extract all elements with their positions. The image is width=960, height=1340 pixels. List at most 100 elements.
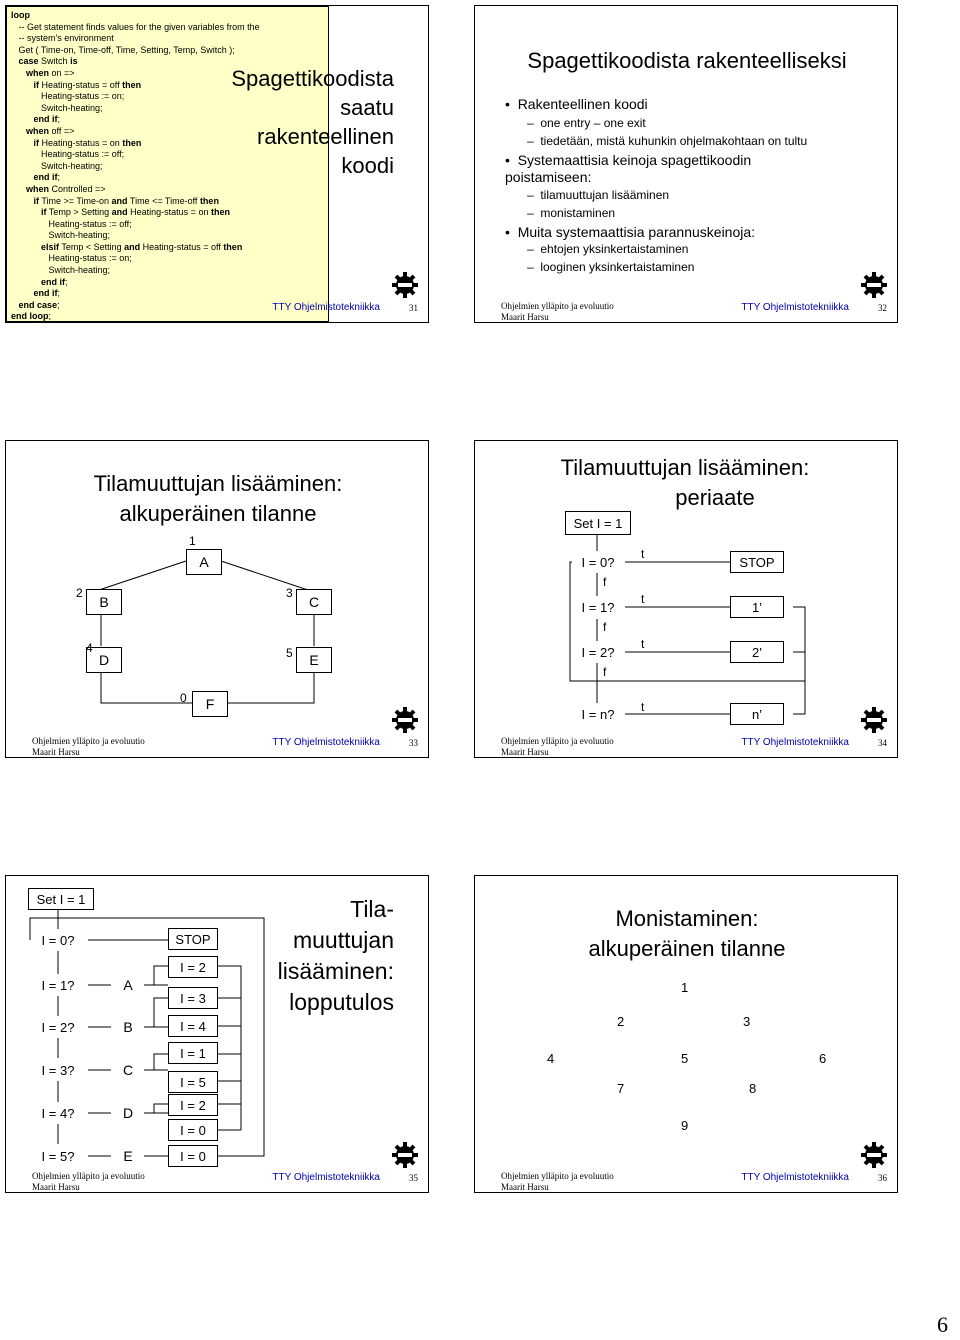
block-d: D bbox=[112, 1102, 144, 1124]
title-line: lisääminen: bbox=[277, 958, 394, 984]
footer-dept: TTY Ohjelmistotekniikka bbox=[741, 1172, 849, 1183]
slide-33: Tilamuuttujan lisääminen: alkuperäinen t… bbox=[5, 440, 429, 758]
result-box: 2’ bbox=[730, 641, 784, 663]
assign-box: I = 4 bbox=[168, 1015, 218, 1037]
title-line: Monistaminen: bbox=[615, 906, 759, 931]
code-line: if Temp > Setting and Heating-status = o… bbox=[41, 207, 230, 218]
code-line: elsif Temp < Setting and Heating-status … bbox=[41, 241, 243, 252]
slide-31: loop -- Get statement finds values for t… bbox=[5, 5, 429, 323]
title-line: periaate bbox=[675, 485, 755, 510]
page-num: 32 bbox=[878, 303, 887, 313]
node-d: D bbox=[86, 647, 122, 673]
title-line: Spagettikoodista bbox=[231, 66, 394, 91]
code-line: case Switch is bbox=[18, 56, 78, 67]
flow-lines bbox=[29, 910, 265, 1157]
cond-box: I = 0? bbox=[32, 929, 84, 951]
code-line: end if; bbox=[33, 114, 61, 125]
label-t: t bbox=[641, 547, 645, 561]
code-line: loop bbox=[11, 10, 30, 20]
node-label: 7 bbox=[617, 1081, 625, 1096]
slide-31-title: Spagettikoodista saatu rakenteellinen ko… bbox=[231, 64, 394, 180]
bullet-text: tilamuuttujan lisääminen bbox=[540, 188, 670, 202]
node-f: F bbox=[192, 691, 228, 717]
code-line: when off => bbox=[26, 125, 75, 136]
footer-line: Maarit Harsu bbox=[501, 312, 549, 322]
label-0: 0 bbox=[180, 691, 187, 705]
tty-logo-icon bbox=[392, 272, 418, 298]
label-2: 2 bbox=[76, 586, 83, 600]
code-listing: loop -- Get statement finds values for t… bbox=[6, 6, 329, 322]
code-line: end if; bbox=[41, 276, 68, 287]
title-line: rakenteellinen bbox=[257, 124, 394, 149]
page-num: 36 bbox=[878, 1173, 887, 1183]
bullet-text: Systemaattisia keinoja spagettikoodin po… bbox=[505, 152, 752, 185]
title-line: Tilamuuttujan lisääminen: bbox=[560, 455, 810, 480]
code-line: Heating-status := off; bbox=[11, 218, 132, 229]
sub-bullet: – tiedetään, mistä kuhunkin ohjelmakohta… bbox=[527, 134, 808, 148]
label-1: 1 bbox=[189, 534, 196, 548]
bullet-text: tiedetään, mistä kuhunkin ohjelmakohtaan… bbox=[540, 134, 808, 148]
assign-box: I = 5 bbox=[168, 1071, 218, 1093]
tty-logo-icon bbox=[392, 1142, 418, 1168]
slide-title: Spagettikoodista rakenteelliseksi bbox=[527, 48, 847, 73]
code-line: Switch-heating; bbox=[11, 230, 111, 241]
code-line: Get ( Time-on, Time-off, Time, Setting, … bbox=[11, 44, 235, 55]
code-line: Switch-heating; bbox=[11, 160, 103, 171]
node-e: E bbox=[296, 647, 332, 673]
sub-bullet: – ehtojen yksinkertaistaminen bbox=[527, 242, 689, 256]
cond-box: I = 2? bbox=[572, 641, 624, 663]
slide-36: Monistaminen: alkuperäinen tilanne 1 2 3… bbox=[474, 875, 898, 1193]
code-line: Heating-status := on; bbox=[11, 91, 125, 102]
page-num: 31 bbox=[409, 303, 418, 313]
footer-line: Maarit Harsu bbox=[32, 1182, 80, 1192]
set-box: Set I = 1 bbox=[565, 511, 631, 535]
footer-line: Ohjelmien ylläpito ja evoluutio bbox=[32, 1171, 145, 1181]
cond-box: I = 0? bbox=[572, 551, 624, 573]
code-line: when Controlled => bbox=[26, 183, 106, 194]
footer-dept: TTY Ohjelmistotekniikka bbox=[272, 737, 380, 748]
code-line: if Heating-status = on then bbox=[33, 137, 142, 148]
title-line: alkuperäinen tilanne bbox=[588, 936, 786, 961]
label-t: t bbox=[641, 700, 645, 714]
assign-box: I = 2 bbox=[168, 1094, 218, 1116]
assign-box: I = 0 bbox=[168, 1119, 218, 1141]
code-line: if Heating-status = off then bbox=[33, 79, 142, 90]
result-box: STOP bbox=[730, 551, 784, 573]
node-label: 8 bbox=[749, 1081, 757, 1096]
flow-lines bbox=[569, 535, 806, 715]
tty-logo-icon bbox=[861, 272, 887, 298]
label-3: 3 bbox=[286, 586, 293, 600]
page-num: 33 bbox=[409, 738, 418, 748]
cond-box: I = 1? bbox=[572, 596, 624, 618]
result-box: 1’ bbox=[730, 596, 784, 618]
title-line: saatu bbox=[340, 95, 394, 120]
tty-logo-icon bbox=[861, 707, 887, 733]
node-label: 6 bbox=[819, 1051, 827, 1066]
footer-line: Ohjelmien ylläpito ja evoluutio bbox=[501, 736, 614, 746]
assign-box: I = 3 bbox=[168, 987, 218, 1009]
slide-title: Tilamuuttujan lisääminen: alkuperäinen t… bbox=[6, 469, 430, 529]
tty-logo-icon bbox=[392, 707, 418, 733]
cond-box: I = 2? bbox=[32, 1016, 84, 1038]
bullet-text: Muita systemaattisia parannuskeinoja: bbox=[517, 224, 756, 240]
bullet-text: monistaminen bbox=[540, 206, 616, 220]
footer-dept: TTY Ohjelmistotekniikka bbox=[741, 737, 849, 748]
node-label: 3 bbox=[743, 1014, 751, 1029]
set-box: Set I = 1 bbox=[28, 888, 94, 910]
code-line: end case; bbox=[18, 299, 60, 310]
bullet-text: Rakenteellinen koodi bbox=[517, 96, 648, 112]
node-label: 4 bbox=[547, 1051, 555, 1066]
title-line: muuttujan bbox=[292, 927, 394, 953]
bullet-text: ehtojen yksinkertaistaminen bbox=[540, 242, 689, 256]
page-number: 6 bbox=[937, 1312, 948, 1337]
footer-line: Ohjelmien ylläpito ja evoluutio bbox=[501, 301, 614, 311]
footer-line: Ohjelmien ylläpito ja evoluutio bbox=[501, 1171, 614, 1181]
cond-box: I = n? bbox=[572, 703, 624, 725]
page-num: 34 bbox=[878, 738, 887, 748]
footer-dept: TTY Ohjelmistotekniikka bbox=[272, 302, 380, 313]
sub-bullet: – looginen yksinkertaistaminen bbox=[527, 260, 695, 274]
bullet: • Systemaattisia keinoja spagettikoodin … bbox=[505, 152, 752, 185]
